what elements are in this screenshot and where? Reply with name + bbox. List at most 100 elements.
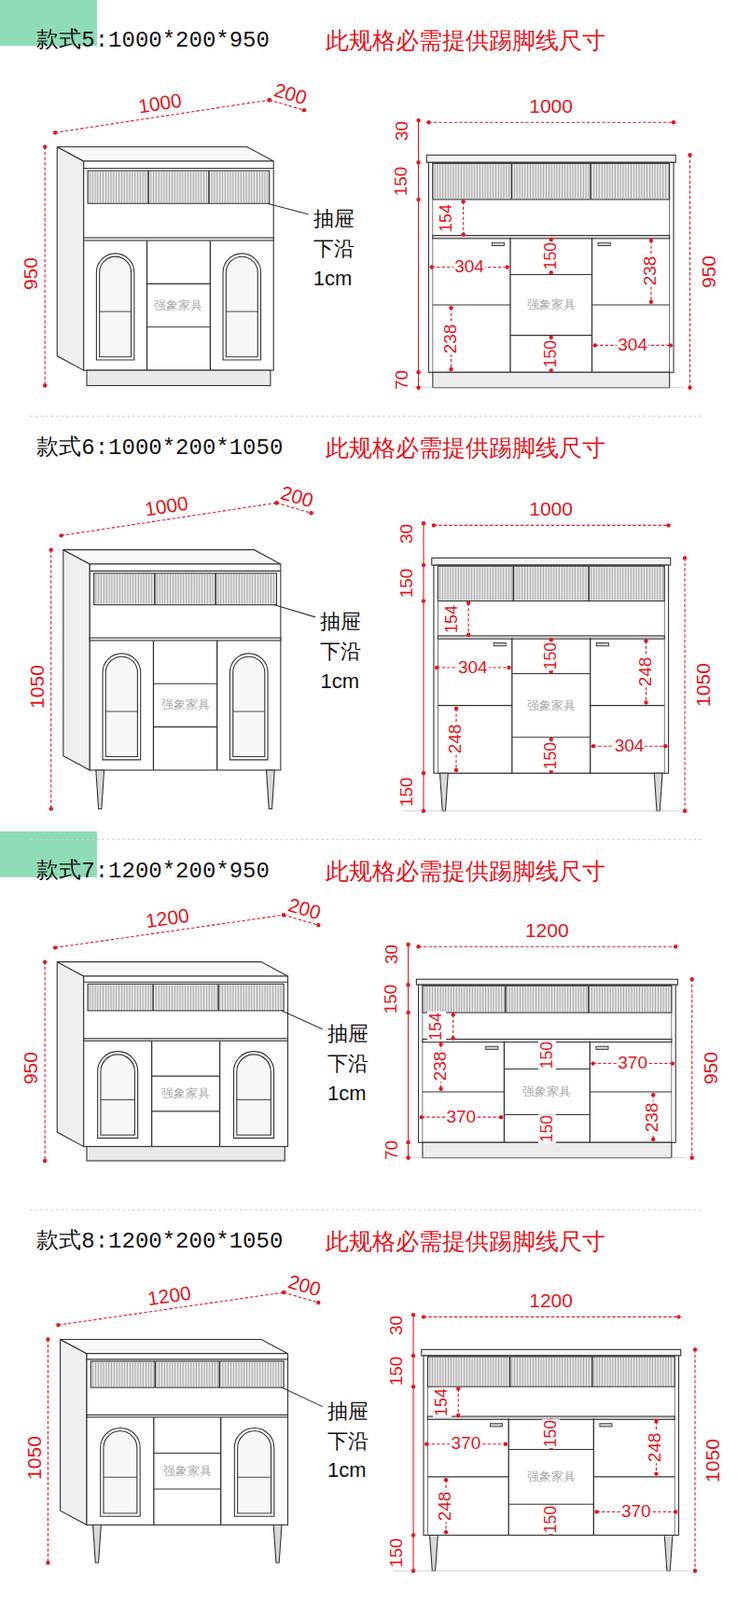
dimension-dot — [653, 1419, 658, 1424]
flute-line — [453, 987, 455, 1013]
flute-line — [251, 1362, 253, 1388]
dimension-value: 238 — [431, 1051, 451, 1084]
front-face — [83, 976, 289, 1148]
carcass — [418, 985, 677, 1143]
flute-line — [649, 1358, 651, 1387]
flute-line — [232, 985, 234, 1010]
flute-line — [625, 1358, 627, 1387]
flute-line — [222, 574, 224, 605]
dimension-value: 950 — [19, 256, 42, 292]
flute-line — [246, 574, 248, 605]
flute-line — [132, 574, 134, 605]
dimension-dot — [454, 768, 459, 773]
dimension-value: 1000 — [528, 95, 574, 117]
flute-line — [548, 987, 550, 1013]
flute-line — [200, 985, 202, 1010]
flute-line — [211, 574, 213, 605]
flute-line — [542, 567, 544, 600]
flute-line — [138, 574, 140, 605]
flute-line — [492, 164, 494, 198]
top-board — [83, 167, 274, 169]
flute-line — [463, 567, 465, 600]
flute-line — [601, 1358, 603, 1387]
flute-line — [145, 171, 147, 203]
dimension-dot — [405, 1140, 410, 1145]
flute-line — [166, 574, 168, 605]
flute-line — [485, 987, 487, 1013]
flute-line — [521, 164, 523, 198]
glass-shelf — [103, 1477, 138, 1479]
dimension-dot — [42, 959, 47, 964]
flute-line — [190, 1362, 192, 1388]
flute-line — [190, 985, 192, 1010]
flute-line — [166, 1362, 168, 1388]
dimension-value: 1000 — [136, 89, 185, 118]
dimension-dot — [499, 1115, 503, 1120]
flute-line — [596, 987, 598, 1013]
arched-glass — [99, 256, 132, 358]
flute-line — [516, 1358, 518, 1387]
flute-line — [227, 985, 229, 1010]
style-title: 款式8:1200*200*1050 — [35, 1230, 284, 1255]
glass-shelf — [105, 711, 138, 713]
dimension-value: 248 — [636, 655, 656, 688]
flute-line — [442, 164, 444, 198]
dimension-dot — [444, 1478, 448, 1483]
dimension-dot — [416, 386, 420, 390]
flute-line — [456, 1358, 458, 1387]
flute-line — [102, 1362, 104, 1388]
flute-line — [495, 987, 497, 1013]
flute-line — [246, 1362, 248, 1388]
flute-line — [583, 164, 585, 198]
flute-line — [447, 1358, 449, 1387]
flute-line — [583, 1358, 585, 1387]
flute-line — [171, 171, 173, 203]
flute-line — [429, 1358, 431, 1387]
flute-line — [652, 567, 654, 600]
flute-line — [590, 567, 592, 600]
flute-line — [262, 985, 264, 1010]
flute-line — [471, 164, 473, 198]
flute-line — [236, 1362, 237, 1388]
arched-glass — [233, 656, 265, 757]
flute-line — [665, 164, 667, 198]
flute-line — [137, 985, 139, 1010]
flute-line — [181, 985, 183, 1010]
flute-line — [137, 1362, 139, 1388]
flute-line — [188, 574, 190, 605]
flute-line — [201, 1362, 203, 1388]
flute-line — [554, 164, 556, 198]
flute-line — [444, 567, 446, 600]
flute-line — [614, 164, 616, 198]
carcass — [433, 565, 669, 774]
arched-glass — [103, 1432, 138, 1515]
flute-line — [463, 1358, 465, 1387]
door-handle — [486, 1046, 499, 1050]
section-separator — [30, 1209, 705, 1211]
tapered-leg — [430, 1535, 439, 1572]
flute-line — [460, 567, 462, 600]
flute-line — [633, 164, 635, 198]
dimension-dot — [673, 1510, 678, 1515]
flute-line — [482, 164, 484, 198]
flute-line — [270, 1362, 272, 1388]
shelf-board — [86, 1415, 289, 1418]
dimension-dot — [426, 120, 431, 125]
section-separator — [30, 839, 705, 841]
flute-line — [627, 1358, 629, 1387]
flute-line — [246, 171, 248, 203]
flute-line — [609, 567, 611, 600]
front-face — [83, 161, 274, 371]
flute-line — [143, 574, 145, 605]
dimension-value: 1200 — [524, 919, 571, 942]
flute-line — [482, 567, 484, 600]
flute-line — [521, 567, 523, 600]
flute-line — [166, 171, 167, 203]
flute-line — [275, 1362, 277, 1388]
dimension-dot — [58, 533, 63, 538]
flute-line — [519, 1358, 521, 1387]
flute-line — [158, 1362, 160, 1388]
flute-line — [474, 987, 476, 1013]
flute-line — [620, 1358, 622, 1387]
dimension-dot — [670, 1061, 675, 1066]
